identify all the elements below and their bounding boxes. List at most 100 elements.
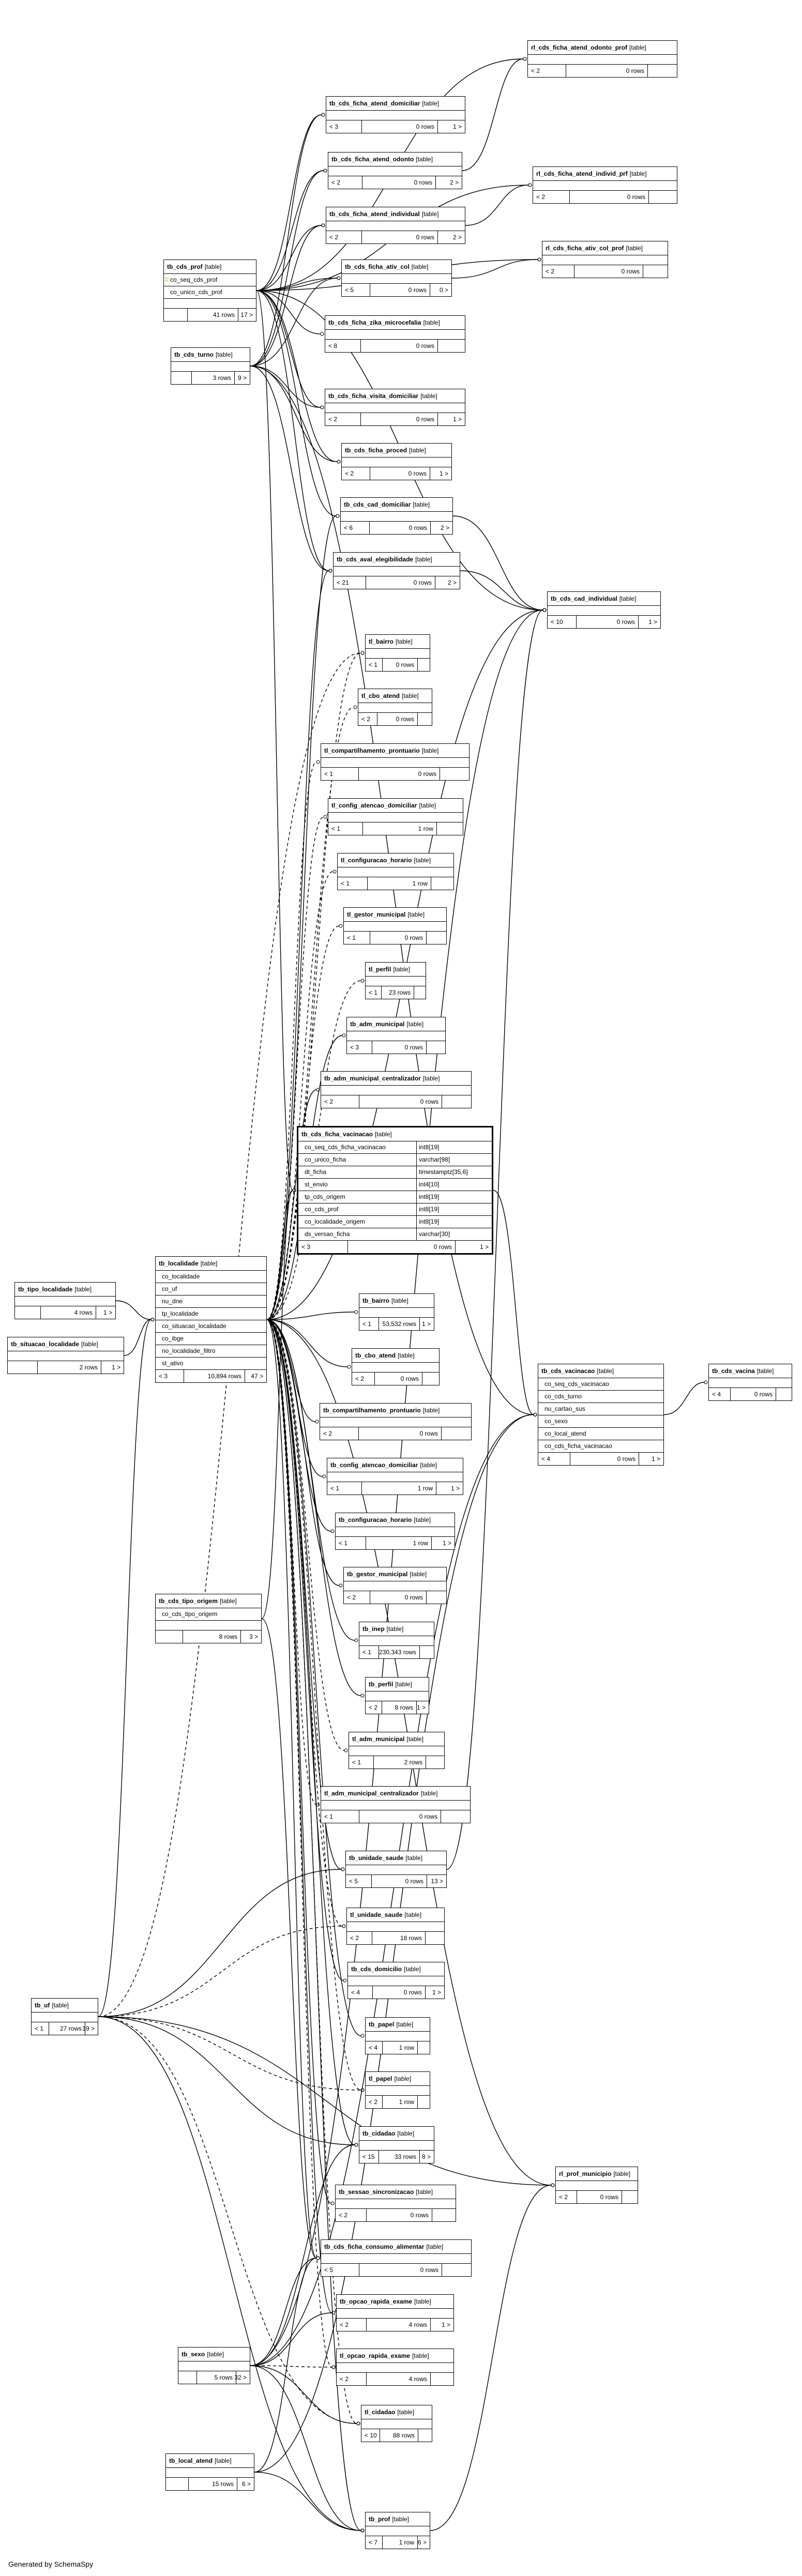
parents-count[interactable]: < 1	[362, 1320, 372, 1328]
parents-count[interactable]: < 2	[347, 1594, 356, 1601]
children-count[interactable]: 19 >	[82, 2025, 95, 2032]
parents-count[interactable]: < 2	[323, 1430, 332, 1437]
parents-count[interactable]: < 2	[531, 67, 540, 74]
table-tb-cds-tipo-origem[interactable]: tb_cds_tipo_origem[table]co_cds_tipo_ori…	[155, 1594, 262, 1643]
parents-count[interactable]: < 5	[324, 2266, 334, 2274]
parents-count[interactable]: < 15	[362, 2153, 375, 2160]
children-count[interactable]: 1 >	[416, 1704, 426, 1711]
children-count[interactable]: 9 >	[237, 374, 247, 382]
children-count[interactable]: 13 >	[431, 1878, 443, 1885]
column-row[interactable]: co_localidade	[156, 1271, 266, 1283]
table-tb-cds-ficha-visita-domiciliar[interactable]: tb_cds_ficha_visita_domiciliar[table]< 2…	[325, 389, 465, 426]
column-row[interactable]: co_ibge	[156, 1333, 266, 1345]
column-row[interactable]: co_cds_ficha_vacinacao	[538, 1440, 663, 1453]
children-count[interactable]: 1 >	[103, 1309, 112, 1316]
parents-count[interactable]: < 10	[551, 618, 563, 626]
parents-count[interactable]: < 2	[369, 1704, 378, 1711]
column-row[interactable]: co_seq_cds_vacinacao	[538, 1378, 663, 1391]
parents-count[interactable]: < 2	[339, 2212, 348, 2219]
parents-count[interactable]: < 2	[536, 193, 546, 201]
column-row[interactable]: co_sexo	[538, 1415, 663, 1428]
parents-count[interactable]: < 3	[301, 1243, 311, 1251]
table-tb-cds-ficha-vacinacao[interactable]: tb_cds_ficha_vacinacao[table]co_seq_cds_…	[297, 1126, 493, 1255]
children-count[interactable]: 1 >	[452, 123, 462, 130]
parents-count[interactable]: < 2	[328, 416, 338, 423]
parents-count[interactable]: < 5	[349, 1878, 358, 1885]
parents-count[interactable]: < 1	[362, 1649, 372, 1656]
children-count[interactable]: 1 >	[479, 1243, 489, 1251]
column-row[interactable]: no_localidade_filtro	[156, 1345, 266, 1358]
column-row[interactable]: ⚿co_seq_cds_prof	[164, 274, 256, 286]
parents-count[interactable]: < 1	[35, 2025, 44, 2032]
column-row[interactable]: co_local_atend	[538, 1428, 663, 1440]
parents-count[interactable]: < 1	[324, 770, 334, 778]
children-count[interactable]: 1 >	[450, 1485, 460, 1492]
column-row[interactable]: co_uf	[156, 1283, 266, 1295]
children-count[interactable]: 2 >	[440, 524, 449, 531]
parents-count[interactable]: < 3	[350, 1044, 359, 1051]
parents-count[interactable]: < 2	[546, 268, 555, 275]
children-count[interactable]: 6 >	[241, 2480, 251, 2488]
parents-count[interactable]: < 2	[361, 715, 371, 723]
children-count[interactable]: 6 >	[417, 2539, 427, 2546]
parents-count[interactable]: < 1	[347, 934, 356, 941]
column-row[interactable]: co_situacao_localidade	[156, 1320, 266, 1333]
table-tb-compartilhamento-prontuario[interactable]: tb_compartilhamento_prontuario[table]< 2…	[320, 1403, 472, 1440]
parents-count[interactable]: < 21	[337, 579, 349, 586]
parents-count[interactable]: < 2	[340, 2321, 349, 2328]
table-tb-adm-municipal-centralizador[interactable]: tb_adm_municipal_centralizador[table]< 2…	[321, 1071, 472, 1108]
parents-count[interactable]: < 1	[324, 1813, 334, 1820]
children-count[interactable]: 1 >	[421, 1320, 431, 1328]
parents-count[interactable]: < 2	[369, 2098, 378, 2106]
column-row[interactable]: nu_cartao_sus	[538, 1403, 663, 1415]
children-count[interactable]: 1 >	[648, 618, 657, 626]
parents-count[interactable]: < 7	[369, 2539, 378, 2546]
parents-count[interactable]: < 5	[345, 286, 354, 294]
parents-count[interactable]: < 2	[331, 179, 341, 186]
parents-count[interactable]: < 2	[559, 2193, 568, 2201]
children-count[interactable]: 8 >	[421, 2153, 431, 2160]
parents-count[interactable]: < 1	[339, 1539, 348, 1547]
parents-count[interactable]: < 2	[329, 234, 339, 241]
parents-count[interactable]: < 10	[365, 2432, 377, 2439]
parents-count[interactable]: < 1	[352, 1759, 361, 1766]
column-row[interactable]: nu_dne	[156, 1295, 266, 1308]
table-tl-compartilhamento-prontuario[interactable]: tl_compartilhamento_prontuario[table]< 1…	[321, 743, 470, 781]
parents-count[interactable]: < 1	[369, 989, 378, 996]
children-count[interactable]: 1 >	[651, 1455, 660, 1462]
parents-count[interactable]: < 6	[344, 524, 353, 531]
parents-count[interactable]: < 1	[341, 880, 350, 887]
parents-count[interactable]: < 1	[331, 825, 341, 832]
